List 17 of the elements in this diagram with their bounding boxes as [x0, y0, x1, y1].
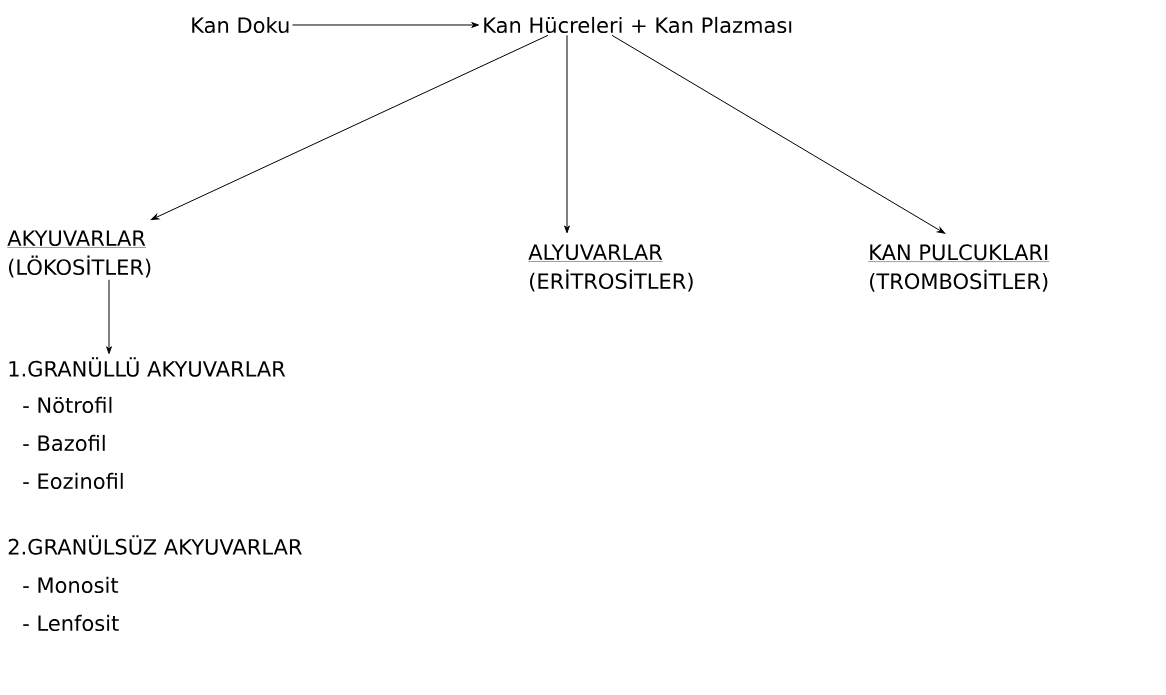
node-text: Kan Doku: [192, 16, 289, 34]
arrow: [611, 34, 946, 234]
heading-text: AKYUVARLAR (LÖKOSİTLER): [7, 230, 151, 278]
list-item: - Nötrofil: [23, 396, 112, 414]
list-item: - Lenfosit: [23, 614, 119, 632]
arrow: [292, 22, 479, 28]
list-item: 2.GRANÜLSÜZ AKYUVARLAR: [8, 535, 302, 555]
node-text: Kan Hücreleri + Kan Plazması: [484, 16, 792, 34]
heading-text: KAN PULCUKLARI (TROMBOSİTLER): [868, 244, 1050, 292]
heading-text: ALYUVARLAR (ERİTROSİTLER): [528, 244, 693, 292]
arrow: [564, 34, 570, 234]
arrow: [150, 34, 549, 221]
arrow: [106, 279, 112, 355]
list-item: - Bazofil: [23, 434, 105, 452]
node-text: 1.GRANÜLLÜ AKYUVARLAR: [9, 357, 286, 377]
list-item: - Monosit: [23, 576, 119, 594]
list-item: - Eozinofil: [23, 472, 123, 490]
